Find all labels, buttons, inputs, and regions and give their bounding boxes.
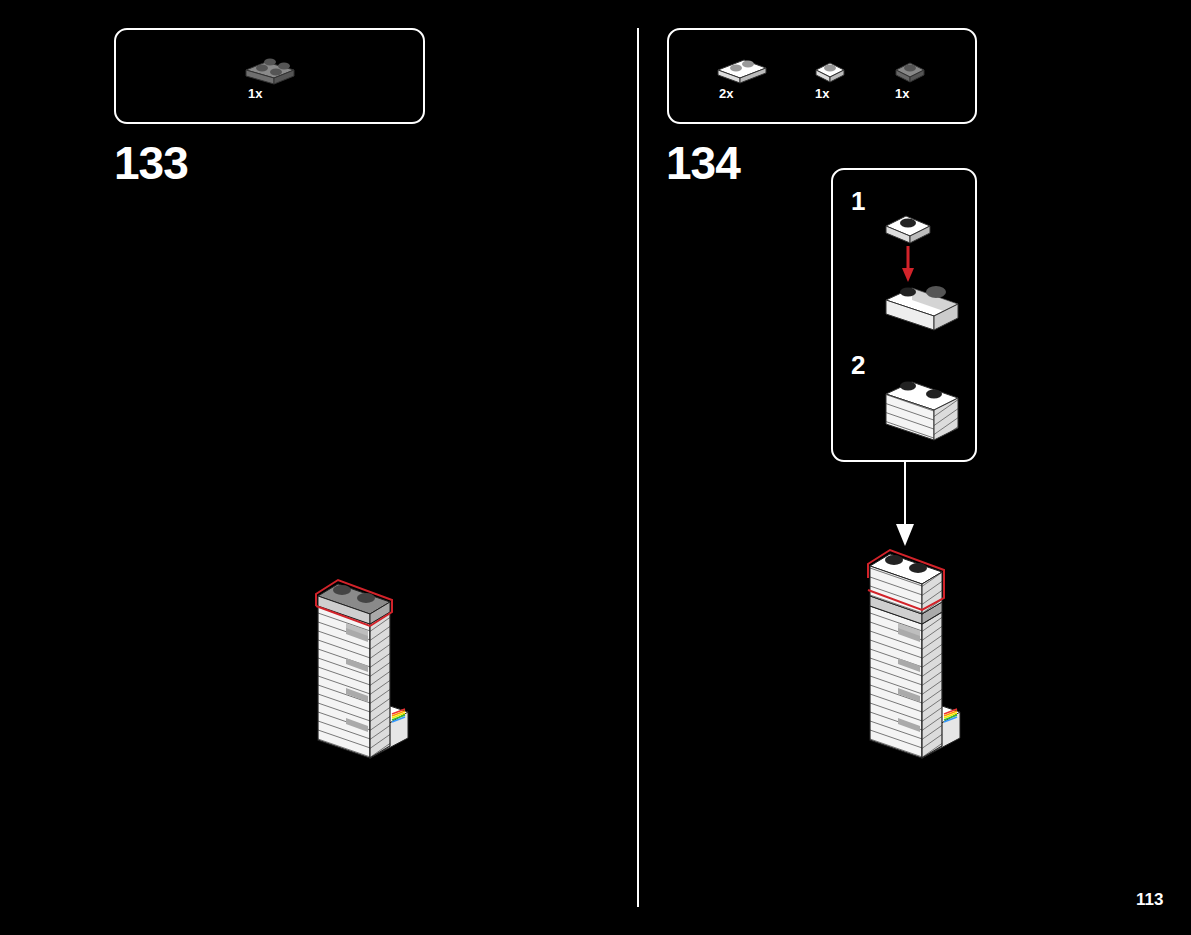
step-number: 133 bbox=[114, 136, 188, 190]
part-count: 1x bbox=[815, 86, 829, 101]
part-count: 1x bbox=[248, 86, 262, 101]
part-count: 2x bbox=[719, 86, 733, 101]
parts-box: 2x 1x 1x bbox=[667, 28, 977, 124]
parts-box: 1x bbox=[114, 28, 425, 124]
part-count: 2 bbox=[851, 350, 865, 381]
part-count: 1 bbox=[851, 186, 865, 217]
page-number: 113 bbox=[1136, 890, 1163, 910]
parts-box: 12 bbox=[831, 168, 977, 462]
part-count: 1x bbox=[895, 86, 909, 101]
step-number: 134 bbox=[666, 136, 740, 190]
